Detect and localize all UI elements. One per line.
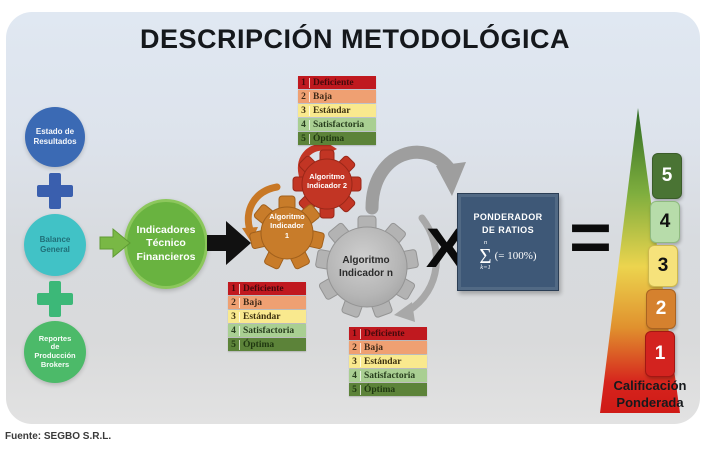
- calification-box-3: 3: [648, 245, 678, 287]
- estado-label: Estado de Resultados: [33, 127, 77, 146]
- input-circle-estado-de-resultados: Estado de Resultados: [25, 107, 85, 167]
- reportes-label: Reportes de Producción Brokers: [34, 333, 76, 369]
- page-title: DESCRIPCIÓN METODOLÓGICA: [139, 24, 571, 54]
- plus-icon: [37, 173, 73, 209]
- calification-box-1: 1: [645, 331, 675, 377]
- balance-label: Balance General: [39, 235, 71, 254]
- calification-box-5: 5: [652, 153, 682, 199]
- calificacion-ponderada-label: Calificación Ponderada: [613, 378, 687, 410]
- input-circle-balance-general: Balance General: [24, 214, 86, 276]
- sum-lower-limit: k=1: [480, 264, 491, 272]
- calification-box-2: 2: [646, 289, 676, 329]
- calification-box-4: 4: [650, 201, 680, 243]
- indicadores-tecnico-financieros-node: Indicadores Técnico Financieros: [124, 199, 208, 289]
- sum-formula: n Σ k=1 (= 100%): [458, 240, 558, 272]
- ponderador-title: PONDERADOR DE RATIOS: [473, 212, 543, 236]
- plus-icon: [37, 281, 73, 317]
- source-note: Fuente: SEGBO S.R.L.: [5, 431, 112, 442]
- ponderador-de-ratios-box: PONDERADOR DE RATIOS n Σ k=1 (= 100%): [457, 193, 559, 291]
- input-circle-reportes-produccion: Reportes de Producción Brokers: [24, 321, 86, 383]
- indicadores-label: Indicadores Técnico Financieros: [136, 224, 196, 263]
- sum-value: (= 100%): [494, 250, 537, 263]
- sigma-symbol: Σ: [479, 243, 492, 268]
- sum-upper-limit: n: [483, 239, 488, 247]
- equals-operator: =: [568, 198, 612, 276]
